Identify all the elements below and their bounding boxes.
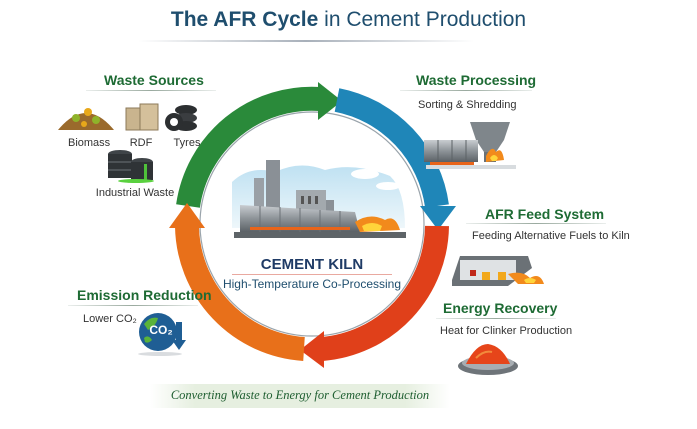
page-title: The AFR Cycle in Cement Production — [0, 8, 697, 32]
kiln-title: CEMENT KILN — [260, 256, 364, 273]
cement-kiln-illustration — [232, 160, 406, 238]
emission-reduction-divider — [68, 305, 198, 306]
kiln-divider — [232, 274, 392, 275]
afr-feed-subtitle: Feeding Alternative Fuels to Kiln — [472, 230, 630, 242]
title-bold: The AFR Cycle — [170, 8, 319, 31]
label-tyres: Tyres — [173, 137, 201, 149]
waste-processing-subtitle: Sorting & Shredding — [418, 99, 517, 111]
afr-feed-title: AFR Feed System — [485, 206, 605, 222]
emission-reduction-title: Emission Reduction — [77, 287, 212, 303]
label-biomass: Biomass — [68, 137, 111, 149]
arrow-orange — [169, 203, 306, 361]
shredder-icon — [424, 122, 516, 169]
clinker-dish-icon — [458, 344, 518, 375]
feed-system-icon — [452, 256, 544, 286]
globe-co2-icon — [138, 313, 186, 356]
industrial-drums-icon — [108, 150, 154, 183]
waste-sources-divider — [86, 90, 216, 91]
arrow-green — [176, 82, 342, 208]
title-rest: in Cement Production — [318, 8, 527, 31]
tyres-icon — [165, 105, 197, 131]
label-rdf: RDF — [129, 137, 153, 149]
energy-recovery-title: Energy Recovery — [443, 300, 558, 316]
waste-sources-title: Waste Sources — [104, 72, 204, 88]
footer-tagline: Converting Waste to Energy for Cement Pr… — [170, 388, 430, 402]
waste-sources-icons — [58, 103, 197, 131]
waste-processing-divider — [400, 90, 532, 91]
arrow-blue — [334, 88, 456, 230]
biomass-pile-icon — [58, 108, 114, 130]
energy-recovery-subtitle: Heat for Clinker Production — [440, 325, 573, 337]
afr-feed-divider — [466, 223, 606, 224]
rdf-bales-icon — [125, 103, 159, 131]
co2-badge: CO₂ — [149, 323, 173, 337]
waste-processing-title: Waste Processing — [416, 72, 537, 88]
arrow-red — [300, 225, 449, 368]
kiln-subtitle: High-Temperature Co-Processing — [222, 277, 402, 291]
label-industrial-waste: Industrial Waste — [95, 187, 175, 199]
title-divider — [138, 40, 474, 42]
emission-reduction-subtitle: Lower CO₂ — [83, 313, 137, 325]
footer-banner — [150, 384, 450, 408]
energy-recovery-divider — [436, 318, 556, 319]
